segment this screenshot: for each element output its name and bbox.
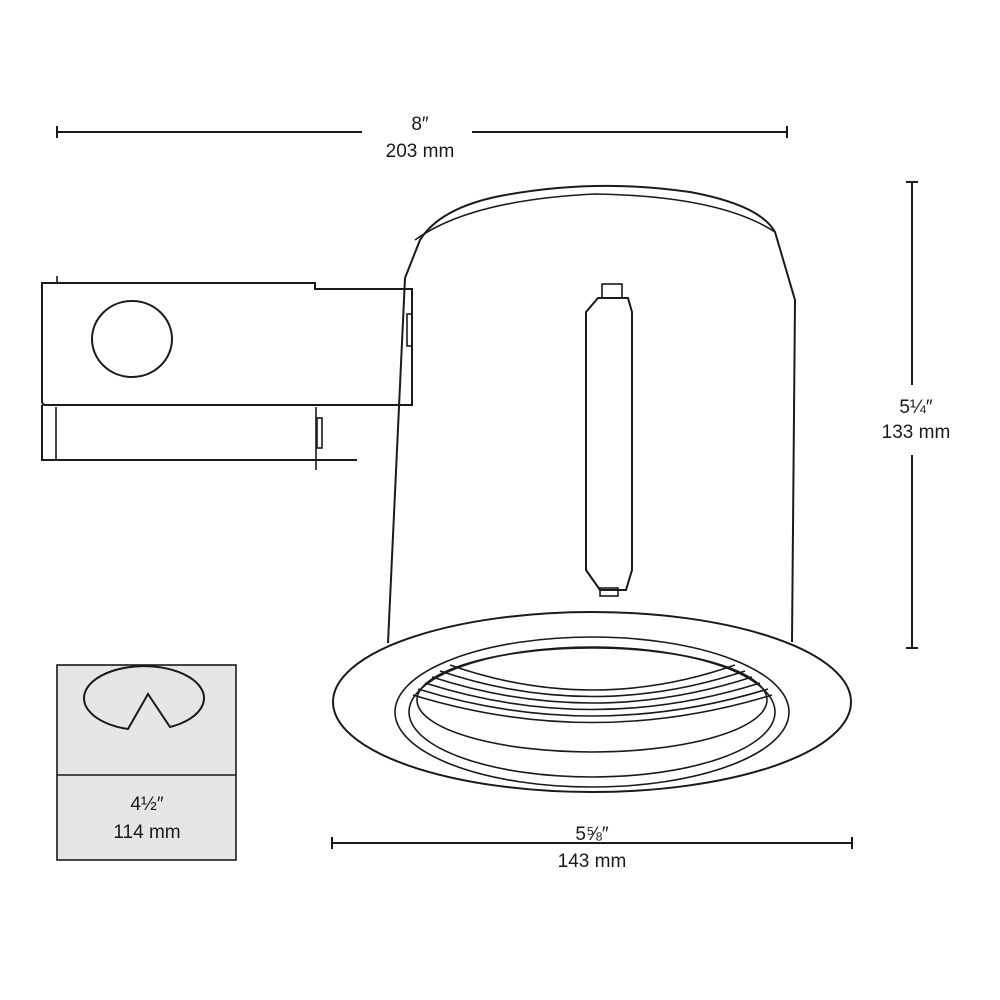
- height-imperial-label: 5¼″: [899, 397, 933, 418]
- cutout-imperial-label: 4½″: [130, 794, 164, 815]
- width-dimension-line: [56, 126, 788, 138]
- trim-metric-label: 143 mm: [557, 851, 627, 872]
- width-imperial-label: 8″: [411, 114, 429, 135]
- width-metric-label: 203 mm: [385, 141, 455, 162]
- knockout-hole: [91, 300, 173, 378]
- housing-can: [387, 184, 797, 644]
- trim-dimension-line: [331, 837, 853, 849]
- height-dimension-line: [906, 181, 918, 649]
- junction-box: [41, 276, 413, 470]
- cutout-box: [56, 664, 237, 861]
- cutout-shape-icon: [83, 665, 205, 731]
- trim-imperial-label: 5⅝″: [575, 824, 609, 845]
- mounting-bracket: [585, 297, 633, 591]
- cutout-metric-label: 114 mm: [113, 822, 181, 843]
- baffle-trim: [332, 611, 852, 793]
- height-metric-label: 133 mm: [881, 422, 951, 443]
